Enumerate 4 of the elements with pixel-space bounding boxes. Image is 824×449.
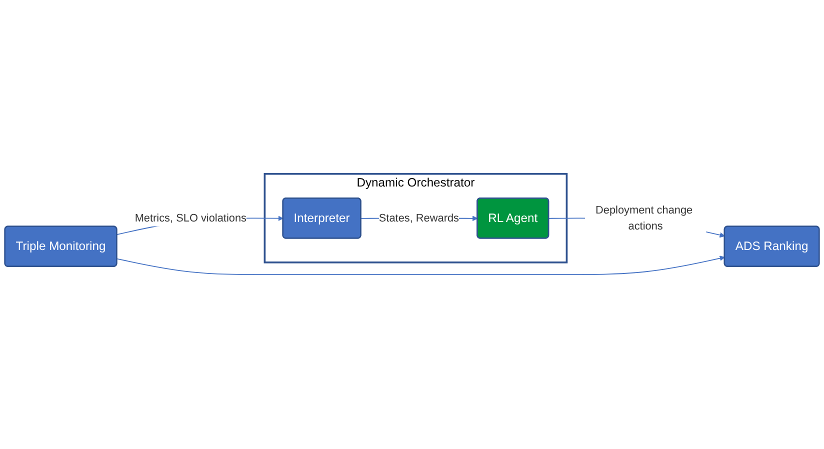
edge-label: Metrics, SLO violations bbox=[134, 212, 246, 224]
arrow bbox=[116, 256, 725, 276]
edge-label: States, Rewards bbox=[378, 212, 460, 224]
edge-label: Deployment change actions bbox=[595, 204, 693, 232]
